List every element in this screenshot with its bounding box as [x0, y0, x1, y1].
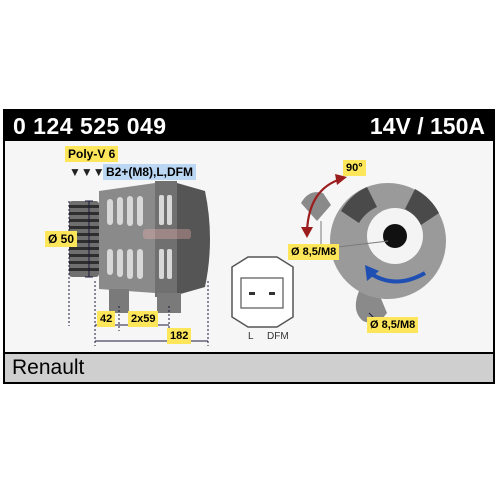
terminals-label: B2+(M8),L,DFM	[103, 164, 196, 180]
vehicle-make: Renault	[12, 356, 85, 379]
pulley-label: Poly-V 6	[65, 146, 119, 162]
mount-bottom-label: Ø 8,5/M8	[367, 317, 419, 333]
connector-plug	[231, 256, 294, 328]
footer-bar: Renault	[5, 352, 493, 382]
alternator-diagram: Poly-V 6 ▼▼▼ B2+(M8),L,DFM Ø 50 42 2x59 …	[5, 141, 493, 352]
diagram-drawing	[68, 174, 446, 346]
angle-label: 90°	[343, 160, 366, 176]
part-number: 0 124 525 049	[13, 113, 167, 139]
rotation-arrow	[365, 265, 426, 284]
connector-dfm-label: DFM	[267, 331, 289, 342]
belt-icon: ▼▼▼	[69, 165, 105, 179]
angle-arrow	[301, 174, 347, 238]
header-bar: 0 124 525 049 14V / 150A	[5, 111, 493, 141]
rating: 14V / 150A	[369, 113, 485, 139]
diameter-label: Ø 50	[45, 231, 78, 247]
dim-2x59-label: 2x59	[128, 311, 159, 327]
diameter-dimension	[68, 200, 93, 326]
dim-42-label: 42	[97, 311, 116, 327]
alternator-side-view	[69, 181, 210, 313]
mount-top-label: Ø 8,5/M8	[288, 244, 340, 260]
dim-182-label: 182	[167, 328, 192, 344]
product-card: 0 124 525 049 14V / 150A	[3, 109, 495, 384]
connector-l-label: L	[248, 331, 254, 342]
